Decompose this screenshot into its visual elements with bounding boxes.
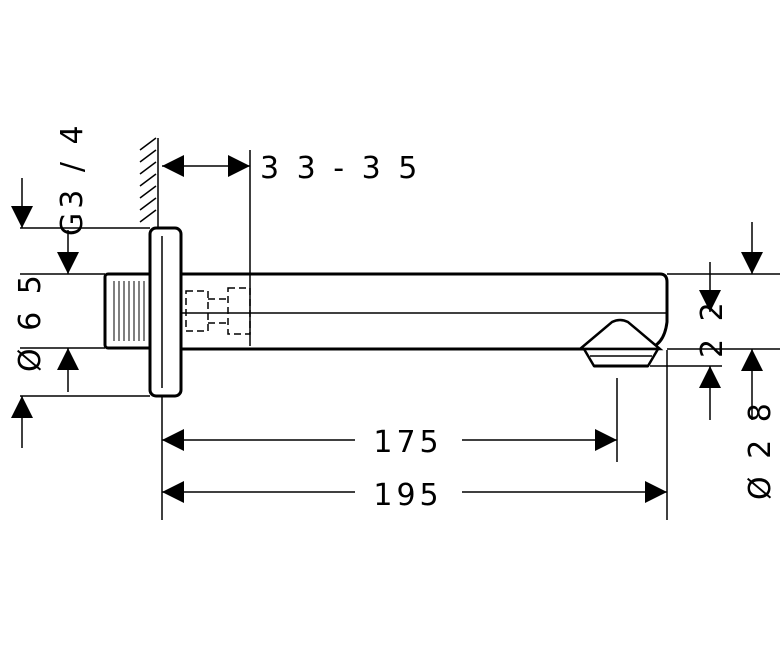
dim-outlet-height-label: 2 2 <box>695 298 730 358</box>
thread-connector <box>103 272 155 350</box>
dim-total-length-label: 195 <box>373 478 442 513</box>
aerator-outlet <box>576 318 664 368</box>
dim-spout-diameter-label: Ø 2 8 <box>743 399 778 500</box>
dim-thread-label: G3 / 4 <box>55 121 90 236</box>
wall-hatch <box>139 137 159 228</box>
dim-wall-depth-label: 3 3 - 3 5 <box>260 151 421 186</box>
wall-flange <box>148 226 183 398</box>
dim-flange-diameter-label: Ø 6 5 <box>13 271 48 372</box>
dim-flange-diameter <box>10 348 79 448</box>
dim-outlet-length-label: 175 <box>373 425 442 460</box>
dim-thread <box>11 178 79 274</box>
